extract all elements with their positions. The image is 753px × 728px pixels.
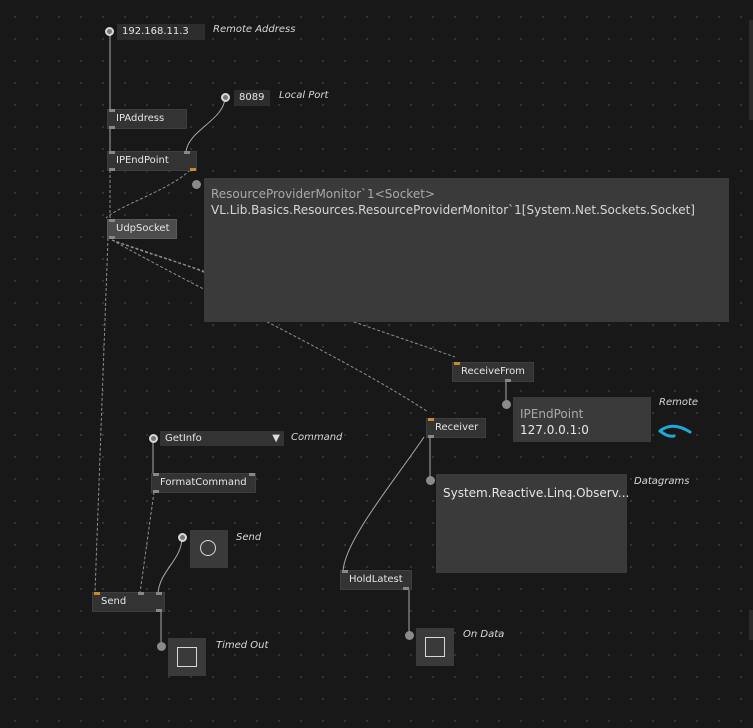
datagrams-label: Datagrams [634, 476, 690, 487]
send-input-pin-socket[interactable] [94, 592, 100, 595]
bang-circle-icon [200, 540, 216, 556]
remote-address-label: Remote Address [213, 24, 296, 35]
remote-address-pin-icon[interactable] [105, 27, 114, 36]
annotation-arrow [658, 424, 692, 438]
remote-endpoint-panel[interactable]: IPEndPoint 127.0.0.1:0 [513, 397, 651, 442]
udpsocket-input-pin[interactable] [109, 219, 115, 222]
toggle-square-icon [177, 647, 197, 667]
formatcommand-node[interactable]: FormatCommand [151, 473, 256, 493]
local-port-pin-icon[interactable] [221, 93, 230, 102]
formatcommand-node-label: FormatCommand [160, 477, 247, 488]
timedout-pin-icon[interactable] [157, 642, 166, 651]
link-udpsocket-to-receiver [111, 239, 429, 413]
ipendpoint-node[interactable]: IPEndPoint [107, 151, 197, 171]
ipendpoint-output-pin[interactable] [109, 168, 115, 171]
pin-type-tooltip: ResourceProviderMonitor`1<Socket> VL.Lib… [204, 178, 729, 322]
receivefrom-node[interactable]: ReceiveFrom [452, 362, 534, 382]
ipendpoint-input-pin-port[interactable] [184, 151, 190, 154]
toggle-square-icon [425, 637, 445, 657]
remote-address-iobox[interactable]: 192.168.11.3 [117, 24, 205, 40]
link-send-button-to-send [157, 536, 183, 594]
receiver-node-label: Receiver [435, 422, 479, 433]
link-formatcommand-to-send [139, 491, 155, 594]
ipendpoint-input-pin-address[interactable] [109, 151, 115, 154]
send-button-pin-icon[interactable] [178, 533, 187, 542]
local-port-iobox[interactable]: 8089 [234, 90, 270, 106]
link-receiver-to-holdlatest [342, 436, 425, 572]
link-udpsocket-to-receivefrom [111, 239, 456, 358]
command-pin-icon[interactable] [149, 434, 158, 443]
link-udpsocket-to-send [94, 237, 109, 593]
receivefrom-input-pin[interactable] [454, 362, 460, 365]
formatcommand-input-pin[interactable] [153, 473, 159, 476]
vertical-scrollbar-thumb[interactable] [749, 610, 753, 640]
chevron-down-icon[interactable]: ▼ [272, 433, 280, 444]
holdlatest-node-label: HoldLatest [349, 574, 403, 585]
remote-label: Remote [659, 397, 699, 408]
timedout-toggle[interactable] [168, 638, 206, 676]
ipaddress-output-pin[interactable] [109, 126, 115, 129]
receiver-output-pin[interactable] [428, 435, 434, 438]
ipendpoint-node-label: IPEndPoint [116, 155, 169, 166]
command-dropdown[interactable]: GetInfo ▼ [160, 431, 284, 446]
holdlatest-input-pin[interactable] [342, 570, 348, 573]
receiver-input-pin[interactable] [428, 418, 434, 421]
udpsocket-output-pin[interactable] [109, 236, 115, 239]
tooltip-type-short: ResourceProviderMonitor`1<Socket> [211, 187, 435, 201]
formatcommand-input-pin-2[interactable] [249, 473, 255, 476]
vertical-scrollbar[interactable] [749, 20, 753, 120]
receivefrom-output-pin-icon[interactable] [502, 400, 511, 409]
formatcommand-output-pin[interactable] [153, 490, 159, 493]
remote-endpoint-value: 127.0.0.1:0 [520, 423, 589, 437]
holdlatest-node[interactable]: HoldLatest [340, 570, 412, 590]
link-local-port-to-ipendpoint [185, 96, 226, 153]
ondata-pin-icon[interactable] [405, 631, 414, 640]
send-node[interactable]: Send [92, 592, 165, 612]
receivefrom-output-pin[interactable] [505, 379, 511, 382]
ipaddress-node[interactable]: IPAddress [107, 109, 187, 129]
tooltip-type-full: VL.Lib.Basics.Resources.ResourceProvider… [211, 203, 695, 217]
udpsocket-node[interactable]: UdpSocket [107, 219, 177, 239]
ondata-toggle[interactable] [416, 628, 454, 666]
ipendpoint-output-pin-socket[interactable] [190, 168, 196, 171]
timedout-label: Timed Out [216, 640, 269, 651]
udpsocket-node-label: UdpSocket [116, 223, 170, 234]
holdlatest-output-pin[interactable] [403, 587, 409, 590]
receiver-output-pin-icon[interactable] [426, 476, 435, 485]
receivefrom-node-label: ReceiveFrom [461, 366, 525, 377]
remote-endpoint-type: IPEndPoint [520, 407, 584, 421]
local-port-label: Local Port [279, 90, 329, 101]
command-dropdown-value: GetInfo [165, 433, 202, 444]
send-input-pin-send[interactable] [156, 592, 162, 595]
command-label: Command [291, 432, 343, 443]
ipaddress-input-pin[interactable] [109, 109, 115, 112]
link-ipendpoint-to-socket-dashed [105, 169, 191, 219]
ipaddress-node-label: IPAddress [116, 113, 165, 124]
send-node-label: Send [101, 596, 127, 607]
ondata-label: On Data [463, 629, 505, 640]
socket-pin-hover-icon[interactable] [192, 180, 201, 189]
send-output-pin[interactable] [156, 609, 162, 612]
send-bang-button[interactable] [190, 530, 228, 568]
send-label: Send [236, 532, 262, 543]
datagrams-panel[interactable]: System.Reactive.Linq.Observ... [436, 474, 630, 573]
receiver-node[interactable]: Receiver [426, 418, 486, 438]
link-udpsocket-extra [111, 239, 211, 276]
datagrams-value: System.Reactive.Linq.Observ... [443, 486, 630, 500]
send-input-pin-data[interactable] [138, 592, 144, 595]
